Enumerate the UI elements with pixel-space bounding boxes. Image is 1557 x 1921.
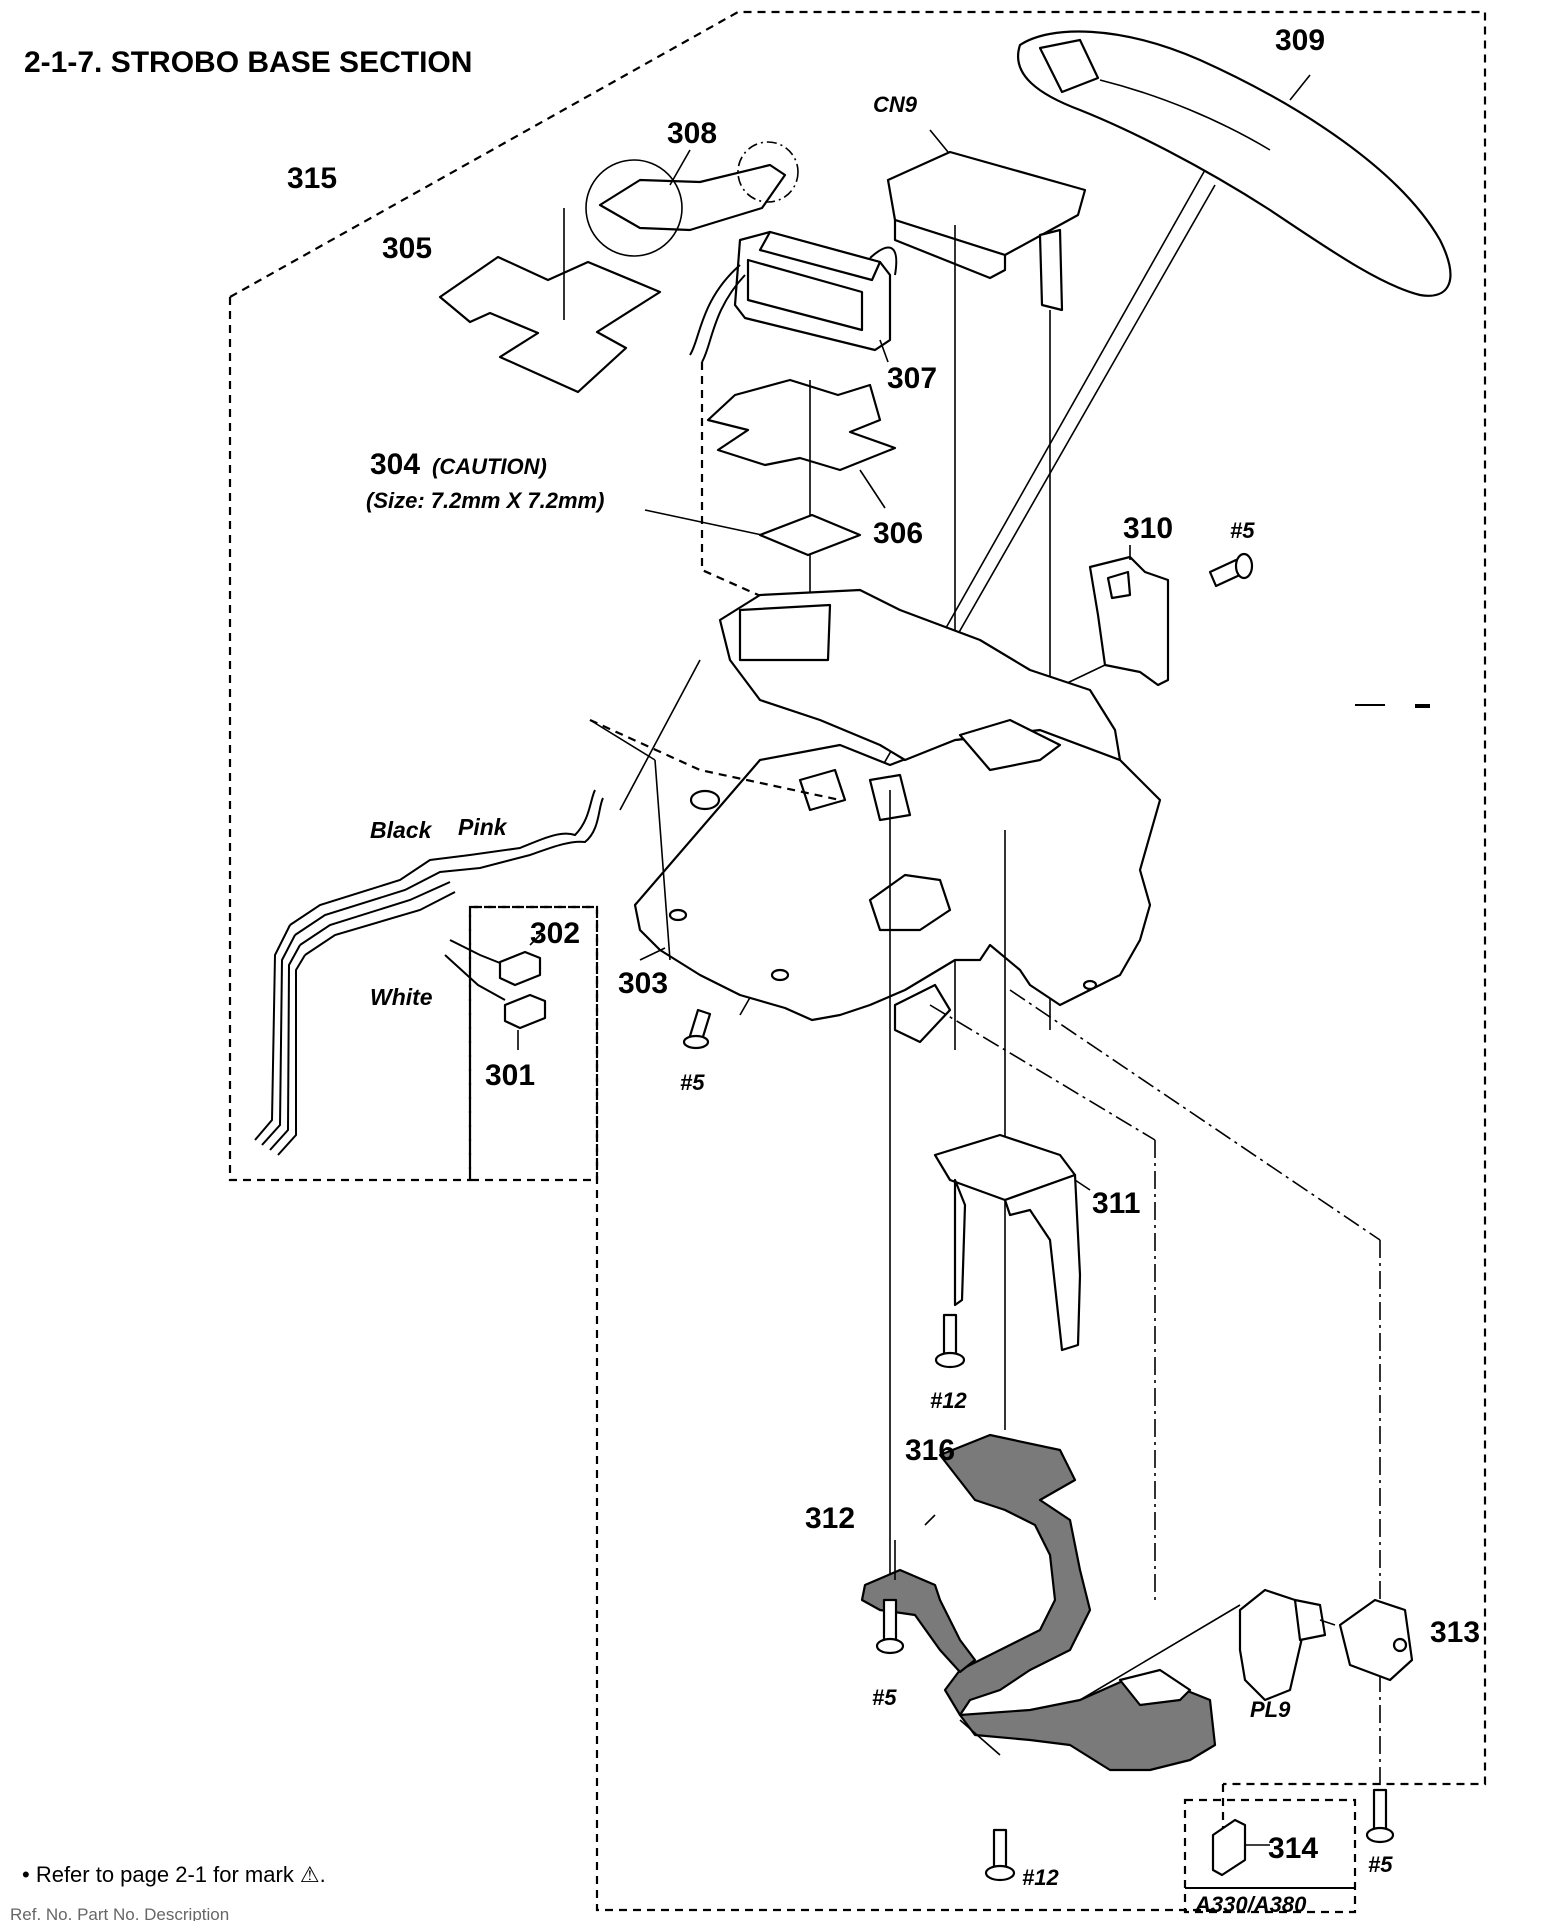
part-305-sheet	[438, 255, 662, 394]
model-part-box	[1183, 1798, 1357, 1914]
callout-309: 309	[1275, 24, 1325, 57]
callout-304-caution: (CAUTION)	[432, 454, 547, 479]
part-307-flash-unit	[689, 230, 898, 363]
page-title: 2-1-7. STROBO BASE SECTION	[24, 46, 472, 79]
part-312-flex	[860, 1568, 977, 1674]
part-309-flash-cover	[1017, 30, 1452, 297]
table-header-cut: Ref. No. Part No. Description	[10, 1905, 229, 1921]
part-308-flex	[585, 141, 799, 257]
callout-308: 308	[667, 117, 717, 150]
screw-5-bottom-right	[1365, 1788, 1395, 1844]
screw-12-upper-label: #12	[930, 1388, 967, 1413]
callout-310: 310	[1123, 512, 1173, 545]
screw-5-bottom-left-label: #5	[872, 1685, 897, 1710]
screw-5-left-label: #5	[680, 1070, 705, 1095]
callout-304: 304	[370, 448, 420, 481]
cn9-label: CN9	[873, 92, 918, 117]
wire-connector-box	[468, 905, 599, 1182]
screw-5-bottom-left	[875, 1598, 905, 1655]
part-316-flex	[938, 1433, 1217, 1772]
pl9-label: PL9	[1250, 1697, 1291, 1722]
part-304-square	[758, 513, 862, 557]
pl9-connector	[1079, 1588, 1336, 1702]
connector-301	[503, 993, 547, 1030]
callout-311: 311	[1092, 1187, 1140, 1220]
part-313-switch	[1338, 1598, 1414, 1682]
part-310-bracket	[999, 545, 1170, 716]
strobo-base-chassis	[633, 588, 1162, 1044]
wire-pink-label: Pink	[458, 814, 508, 840]
connector-302	[498, 950, 542, 987]
model-box-label: A330/A380	[1194, 1892, 1307, 1917]
callout-316: 316	[905, 1434, 955, 1467]
callout-312: 312	[805, 1502, 855, 1535]
callout-305: 305	[382, 232, 432, 265]
wire-white-label: White	[370, 984, 433, 1010]
screw-5-upper	[1208, 552, 1254, 588]
callout-314: 314	[1268, 1832, 1318, 1865]
screw-5-upper-label: #5	[1230, 518, 1255, 543]
screw-12-bottom	[984, 1828, 1016, 1882]
wire-black-label: Black	[370, 817, 433, 843]
screw-5-left	[682, 1008, 712, 1050]
screw-12-upper	[934, 1313, 966, 1369]
footnote: • Refer to page 2-1 for mark ⚠.	[22, 1862, 326, 1887]
part-306-sheet	[706, 378, 897, 472]
part-311-bracket	[933, 1133, 1091, 1352]
screw-5-bottom-right-label: #5	[1368, 1852, 1393, 1877]
callout-313: 313	[1430, 1616, 1480, 1649]
screw-12-bottom-label: #12	[1022, 1865, 1059, 1890]
callout-304-size: (Size: 7.2mm X 7.2mm)	[366, 488, 604, 513]
callout-303: 303	[618, 967, 668, 1000]
cn9-board	[886, 129, 1087, 1050]
wire-harness	[254, 789, 604, 1156]
callout-302: 302	[530, 917, 580, 950]
callout-315: 315	[287, 162, 337, 195]
callout-301: 301	[485, 1059, 535, 1092]
part-314-plate	[1211, 1818, 1270, 1877]
assembly-315-outline-left	[228, 297, 1215, 1912]
callout-307: 307	[887, 362, 937, 395]
callout-306: 306	[873, 517, 923, 550]
